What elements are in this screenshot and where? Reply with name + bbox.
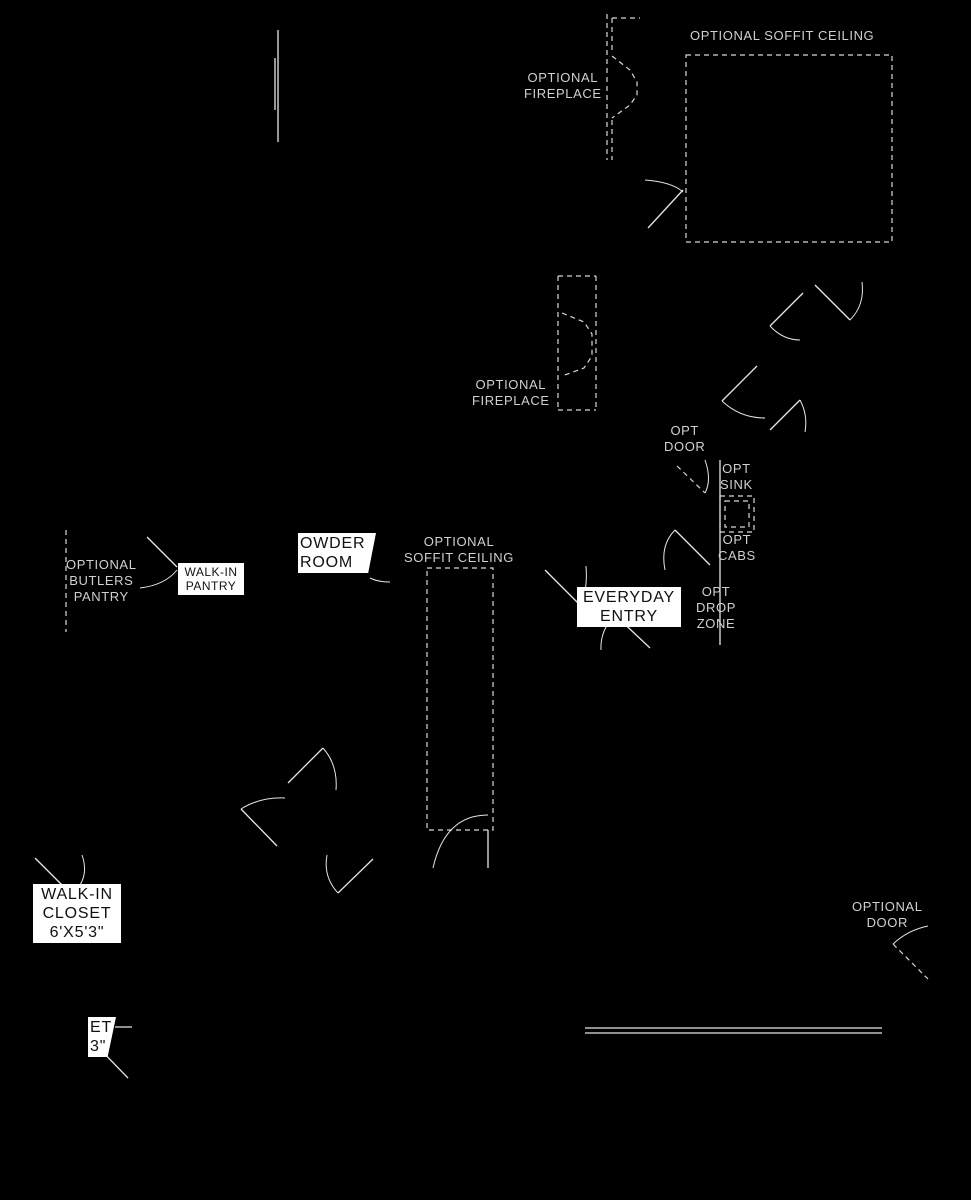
- closet-partial-room-label: ET 3": [88, 1017, 116, 1057]
- wall-fragment-top-left: [274, 30, 279, 142]
- powder-room-door-swing: [369, 577, 391, 583]
- walk-in-closet-door: [34, 854, 86, 886]
- label-text: OPTIONAL SOFFIT CEILING: [690, 28, 875, 43]
- optional-door-right: [892, 925, 929, 980]
- room-line: EVERYDAY: [582, 589, 676, 606]
- soffit-ceiling-top: [685, 54, 893, 243]
- label-line: OPTIONAL: [475, 377, 547, 392]
- room-line: 6'X5'3": [49, 924, 105, 941]
- room-line: WALK-IN: [41, 886, 113, 903]
- label-line: BUTLERS: [69, 573, 134, 588]
- label-line: SINK: [720, 477, 753, 492]
- optional-fireplace-top-label: OPTIONAL FIREPLACE: [524, 70, 602, 102]
- opt-sink-label: OPT SINK: [720, 461, 753, 493]
- label-line: OPTIONAL: [66, 557, 137, 572]
- opt-door-swing: [676, 459, 721, 645]
- room-line: ET: [90, 1019, 113, 1036]
- label-line: DOOR: [866, 915, 908, 930]
- walk-in-closet-room-label: WALK-IN CLOSET 6'X5'3": [33, 884, 121, 943]
- label-line: PANTRY: [73, 589, 129, 604]
- label-line: ZONE: [696, 616, 736, 631]
- optional-door-right-label: OPTIONAL DOOR: [852, 899, 923, 931]
- room-line: 3": [90, 1038, 107, 1055]
- window-wall-bottom: [585, 1027, 882, 1034]
- label-line: FIREPLACE: [524, 86, 602, 101]
- opt-drop-zone-label: OPT DROP ZONE: [696, 584, 736, 632]
- label-line: SOFFIT CEILING: [404, 550, 515, 565]
- label-line: OPTIONAL: [423, 534, 495, 549]
- door-swing-upper: [644, 179, 684, 229]
- optional-soffit-ceiling-center-label: OPTIONAL SOFFIT CEILING: [404, 534, 514, 566]
- room-line: WALK-IN: [184, 565, 238, 579]
- walk-in-pantry-door: [139, 536, 178, 589]
- label-line: OPT: [722, 461, 751, 476]
- room-line: PANTRY: [185, 579, 237, 593]
- soffit-ceiling-center: [426, 567, 494, 831]
- label-line: FIREPLACE: [472, 393, 550, 408]
- label-line: OPTIONAL: [852, 899, 923, 914]
- walk-in-pantry-room-label: WALK-IN PANTRY: [178, 563, 244, 595]
- label-line: DOOR: [664, 439, 706, 454]
- room-line: ROOM: [300, 554, 353, 571]
- opt-door-label: OPT DOOR: [664, 423, 705, 455]
- label-line: OPT: [670, 423, 699, 438]
- optional-soffit-ceiling-top-label: OPTIONAL SOFFIT CEILING: [690, 28, 874, 44]
- room-line: CLOSET: [42, 905, 112, 922]
- opt-cabs-label: OPT CABS: [718, 532, 756, 564]
- label-line: CABS: [718, 548, 756, 563]
- label-line: DROP: [696, 600, 736, 615]
- room-line: OWDER: [300, 535, 366, 552]
- optional-butlers-pantry-label: OPTIONAL BUTLERS PANTRY: [66, 557, 137, 605]
- opt-sink-fixture: [719, 495, 755, 533]
- powder-room-label: OWDER ROOM: [298, 533, 376, 573]
- label-line: OPTIONAL: [527, 70, 599, 85]
- optional-fireplace-middle-label: OPTIONAL FIREPLACE: [472, 377, 550, 409]
- door-swings-center: [240, 747, 489, 894]
- label-line: OPT: [701, 584, 731, 599]
- fireplace-top: [606, 14, 640, 160]
- label-line: OPT: [722, 532, 752, 547]
- everyday-entry-room-label: EVERYDAY ENTRY: [577, 587, 681, 627]
- fireplace-middle: [557, 275, 597, 411]
- room-line: ENTRY: [600, 608, 658, 625]
- door-swings-right: [721, 281, 863, 433]
